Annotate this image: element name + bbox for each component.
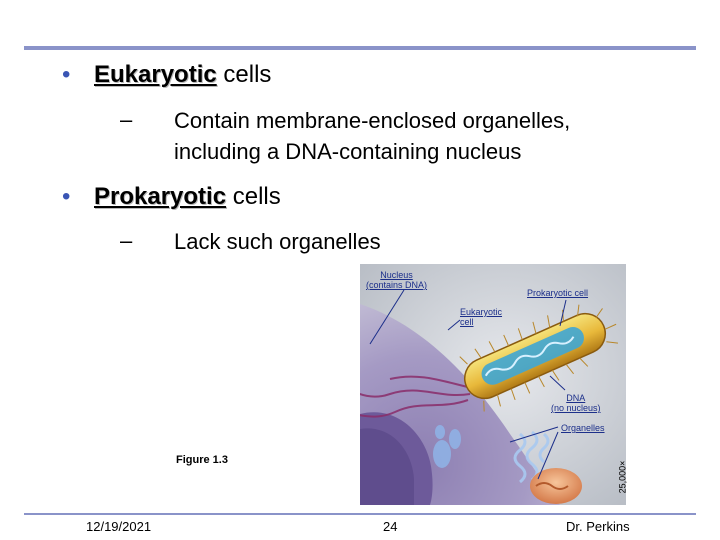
label-nucleus: Nucleus (contains DNA)	[366, 270, 427, 290]
sub-dash: –	[120, 228, 133, 253]
bullet-rest-text: cells	[226, 183, 281, 210]
sub-text-line: including a DNA-containing nucleus	[174, 139, 522, 164]
label-eukaryotic-cell: Eukaryotic cell	[460, 307, 502, 327]
magnification-text: 25,000×	[617, 460, 628, 494]
footer-page-number: 24	[383, 519, 398, 534]
label-organelles: Organelles	[561, 423, 605, 433]
label-nucleus-line: Nucleus	[380, 270, 413, 280]
label-eukaryotic-line: cell	[460, 317, 474, 327]
magnification-label: 25,000×	[617, 452, 638, 504]
top-rule	[24, 46, 696, 50]
label-dna-line: DNA	[566, 393, 586, 403]
label-eukaryotic-line: Eukaryotic	[460, 307, 503, 317]
figure-caption: Figure 1.3	[176, 454, 228, 466]
sub-text-line: Lack such organelles	[174, 229, 381, 254]
footer-author: Dr. Perkins	[566, 519, 630, 534]
label-nucleus-line: (contains DNA)	[366, 280, 428, 290]
term-eukaryotic: Eukaryotic	[94, 61, 217, 88]
bottom-rule	[24, 513, 696, 515]
bullet-marker: •	[62, 61, 71, 88]
label-prokaryotic-cell: Prokaryotic cell	[527, 288, 589, 298]
sub-text-line: Contain membrane-enclosed organelles,	[174, 108, 571, 133]
footer-date: 12/19/2021	[86, 519, 152, 534]
bullet-marker: •	[62, 183, 71, 210]
cell-micrograph-illustration	[360, 264, 626, 505]
label-dna-line: (no nucleus)	[551, 403, 601, 413]
cell-micrograph-figure	[360, 264, 626, 505]
label-dna: DNA (no nucleus)	[551, 393, 601, 413]
bullet-rest-text: cells	[216, 61, 272, 88]
term-prokaryotic: Prokaryotic	[94, 183, 227, 210]
sub-dash: –	[120, 107, 133, 132]
